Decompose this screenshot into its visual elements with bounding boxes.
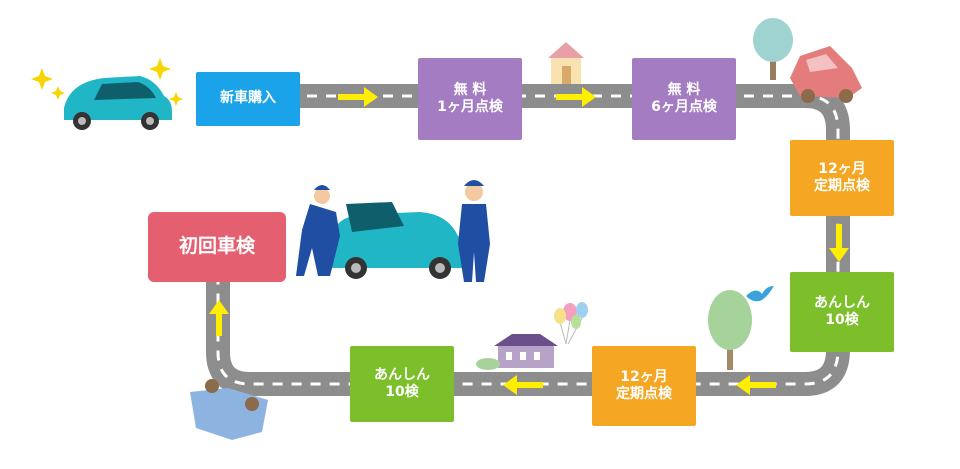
building-icon [476, 334, 558, 370]
step-label: あんしん [814, 294, 870, 311]
red-car-icon [790, 46, 862, 103]
step-new-car: 新車購入 [196, 72, 300, 126]
balloons-icon [554, 302, 588, 345]
step-free-6-month-inspection: 無 料 6ヶ月点検 [632, 58, 736, 140]
step-12-month-periodic-inspection-2: 12ヶ月 定期点検 [592, 346, 696, 426]
step-12-month-periodic-inspection-1: 12ヶ月 定期点検 [790, 140, 894, 216]
step-label: 初回車検 [178, 235, 255, 258]
mechanics-car-icon [296, 180, 490, 282]
arrow-left-icon [736, 375, 776, 395]
new-car-icon [64, 76, 172, 130]
road-loop [203, 81, 853, 399]
step-label: あんしん [374, 366, 430, 383]
arrow-up-icon [209, 300, 229, 336]
step-label: 新車購入 [220, 90, 276, 107]
tree-icon [708, 290, 752, 370]
arrow-down-icon [829, 224, 849, 262]
step-label: 無 料 [453, 81, 487, 98]
step-anshin-10-inspection-1: あんしん 10検 [790, 272, 894, 352]
tree-icon [753, 18, 793, 80]
step-label: 定期点検 [616, 386, 672, 402]
arrow-right-icon [556, 87, 596, 107]
flow-arrows [209, 87, 849, 395]
bird-icon [746, 286, 774, 302]
step-first-shaken: 初回車検 [148, 212, 286, 282]
house-icon [548, 42, 584, 84]
step-label: 10検 [385, 384, 419, 400]
sparkle-icon [31, 58, 183, 106]
step-label: 12ヶ月 [818, 160, 866, 177]
arrow-right-icon [338, 87, 378, 107]
step-label: 無 料 [667, 81, 701, 98]
step-label: 定期点検 [814, 178, 870, 194]
blue-car-icon [190, 379, 268, 440]
step-anshin-10-inspection-2: あんしん 10検 [350, 346, 454, 422]
step-label: 10検 [825, 312, 859, 328]
step-label: 1ヶ月点検 [437, 99, 503, 115]
arrow-left-icon [503, 375, 543, 395]
step-label: 12ヶ月 [620, 368, 668, 385]
step-label: 6ヶ月点検 [651, 99, 717, 115]
step-free-1-month-inspection: 無 料 1ヶ月点検 [418, 58, 522, 140]
